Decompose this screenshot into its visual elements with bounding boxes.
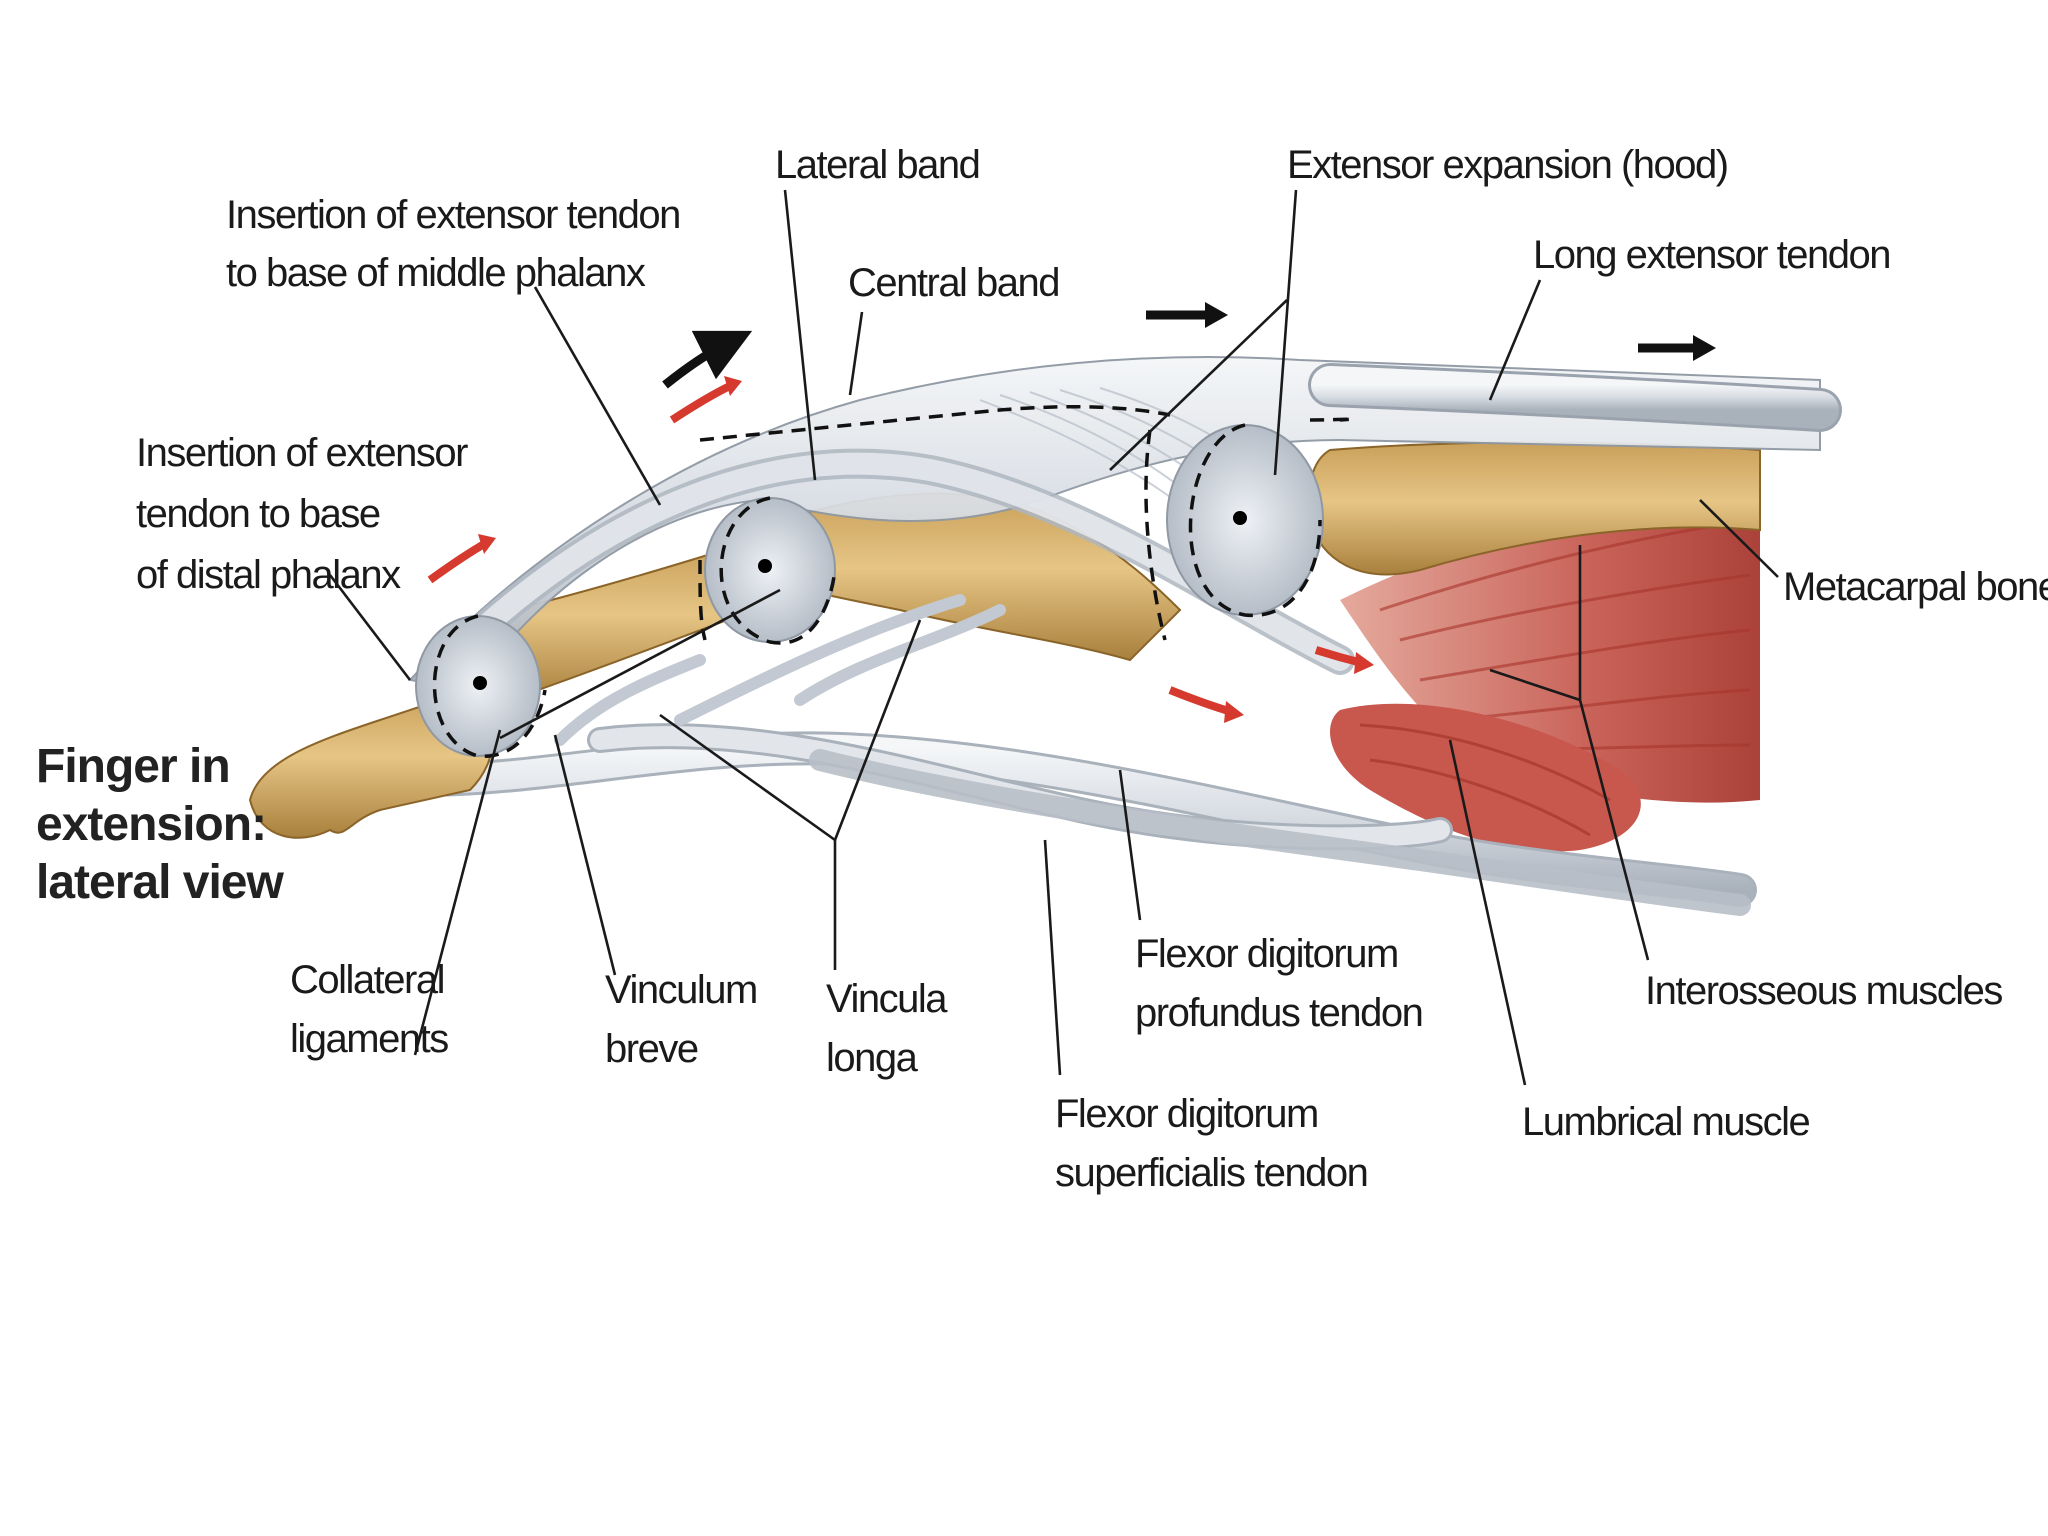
label-text: Vincula	[826, 977, 948, 1021]
title-line-2: extension:	[36, 798, 266, 851]
dashed-outlines	[432, 404, 1355, 758]
label-vinculum-breve: Vinculum breve	[605, 968, 758, 1071]
label-central-band: Central band	[848, 261, 1059, 305]
label-text: profundus tendon	[1135, 991, 1422, 1035]
lumbrical-muscle-shape	[1330, 703, 1641, 852]
black-arrow-icon	[1146, 302, 1228, 328]
label-vincula-longa: Vincula longa	[826, 977, 950, 1080]
label-text: ligaments	[290, 1017, 448, 1061]
label-text: Flexor digitorum	[1055, 1092, 1318, 1136]
label-lateral-band: Lateral band	[775, 143, 979, 187]
black-arrow-icon	[662, 330, 753, 389]
label-text: Insertion of extensor tendon	[226, 193, 680, 237]
red-arrow-icon	[1314, 646, 1374, 674]
label-text: Vinculum	[605, 968, 757, 1012]
red-arrow-icon	[427, 534, 496, 584]
label-fdp-tendon: Flexor digitorum profundus tendon	[1135, 932, 1424, 1035]
finger-illustration	[248, 302, 1842, 916]
label-insertion-distal-phalanx: Insertion of extensor tendon to base of …	[136, 431, 470, 597]
label-insertion-middle-phalanx: Insertion of extensor tendon to base of …	[226, 193, 681, 295]
joint-capsules	[415, 424, 1324, 757]
label-text: longa	[826, 1036, 919, 1080]
label-extensor-expansion: Extensor expansion (hood)	[1287, 143, 1728, 187]
label-text: Insertion of extensor	[136, 431, 468, 475]
title-block: Finger in extension: lateral view	[36, 740, 285, 909]
label-lumbrical-muscle: Lumbrical muscle	[1522, 1100, 1809, 1144]
title-line-1: Finger in	[36, 740, 230, 793]
label-interosseous-muscles: Interosseous muscles	[1645, 969, 2002, 1013]
label-text: of distal phalanx	[136, 553, 401, 597]
movement-arrows	[427, 302, 1716, 723]
extensor-apparatus	[408, 355, 1842, 692]
label-text: Flexor digitorum	[1135, 932, 1398, 976]
vincula	[554, 594, 1006, 746]
leader-lines	[328, 189, 1779, 1086]
red-arrow-icon	[1168, 686, 1244, 723]
label-metacarpal-bone: Metacarpal bone	[1783, 565, 2048, 609]
red-arrow-icon	[669, 376, 742, 424]
label-text: breve	[605, 1027, 698, 1071]
flexor-tendons	[403, 723, 1757, 916]
black-arrow-icon	[1638, 335, 1716, 361]
label-text: tendon to base	[136, 492, 380, 536]
label-long-extensor-tendon: Long extensor tendon	[1533, 233, 1890, 277]
label-text: to base of middle phalanx	[226, 251, 646, 295]
label-collateral-ligaments: Collateral ligaments	[290, 958, 450, 1061]
label-fds-tendon: Flexor digitorum superficialis tendon	[1055, 1092, 1369, 1195]
label-text: superficialis tendon	[1055, 1151, 1367, 1195]
title-line-3: lateral view	[36, 856, 284, 909]
label-text: Collateral	[290, 958, 444, 1002]
